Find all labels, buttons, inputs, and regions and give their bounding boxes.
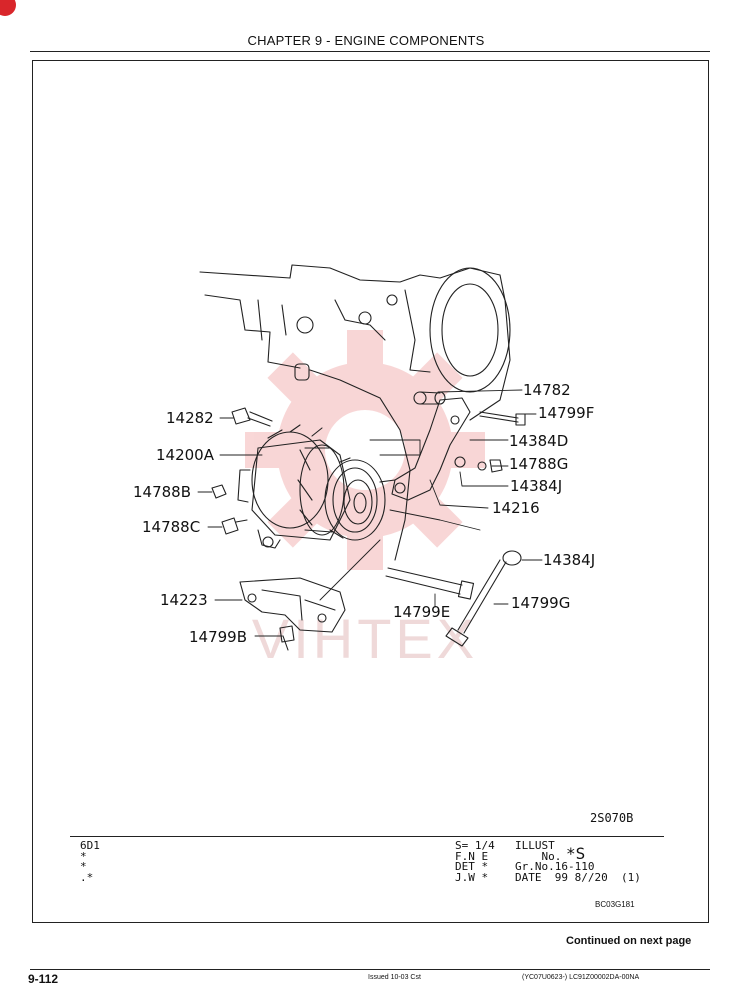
continued-note: Continued on next page	[566, 935, 692, 947]
callout-14384J-lower: 14384J	[543, 551, 596, 569]
document-number: (YC07U0623-) LC91Z00002DA-00NA	[522, 974, 640, 981]
adjusting-bracket	[379, 397, 471, 501]
nut-14788G	[489, 459, 503, 473]
callout-14200A: 14200A	[156, 446, 214, 464]
callout-14799E: 14799E	[393, 603, 451, 621]
callout-14799B: 14799B	[189, 628, 248, 646]
corner-mark	[0, 0, 16, 16]
bolt-14799G	[445, 559, 507, 647]
pulley	[324, 457, 386, 541]
footer-rule	[30, 969, 710, 970]
table-code: BC03G181	[595, 900, 635, 909]
mounting-bracket-14223	[239, 577, 346, 633]
bolt-14799E	[385, 567, 475, 600]
illust-number: *S	[566, 844, 586, 863]
washer-14384J-lower	[502, 550, 522, 566]
engine-block	[199, 264, 511, 561]
leader-lines	[197, 389, 543, 637]
bolt-14799B	[279, 625, 295, 651]
watermark-text: VIHTEX	[252, 607, 478, 670]
bolt-14282	[231, 407, 273, 427]
info-right-column: ILLUST No. Gr.No.16-110 DATE 99 8//20 (1…	[515, 839, 641, 884]
illustration-code: 2S070B	[590, 811, 634, 825]
header-rule	[30, 51, 710, 52]
callout-14223: 14223	[160, 591, 208, 609]
figure-frame	[32, 60, 709, 923]
spacer-14782	[413, 391, 446, 405]
washer-14384J	[454, 456, 466, 468]
nut-14788B	[211, 484, 227, 499]
callout-14788B: 14788B	[133, 483, 192, 501]
callout-14788G: 14788G	[509, 455, 569, 473]
callout-14799G: 14799G	[511, 594, 571, 612]
callout-14799F: 14799F	[538, 404, 595, 422]
table-rule	[70, 836, 664, 837]
callout-14788C: 14788C	[142, 518, 201, 536]
issued-note: Issued 10-03 Cst	[368, 974, 421, 981]
callout-14384D: 14384D	[509, 432, 569, 450]
bolt-14799F	[479, 411, 526, 426]
chapter-title: CHAPTER 9 - ENGINE COMPONENTS	[247, 33, 485, 48]
callout-14384J: 14384J	[510, 477, 563, 495]
callout-14216: 14216	[492, 499, 540, 517]
info-left-column: 6D1 * * .*	[80, 839, 100, 884]
info-mid-column: S= 1/4 F.N E DET * J.W *	[455, 839, 495, 884]
callout-14782: 14782	[523, 381, 571, 399]
callout-14282: 14282	[166, 409, 214, 427]
nut-14788C	[221, 517, 239, 535]
watermark-gear	[245, 330, 485, 570]
page-number: 9-112	[28, 972, 59, 986]
